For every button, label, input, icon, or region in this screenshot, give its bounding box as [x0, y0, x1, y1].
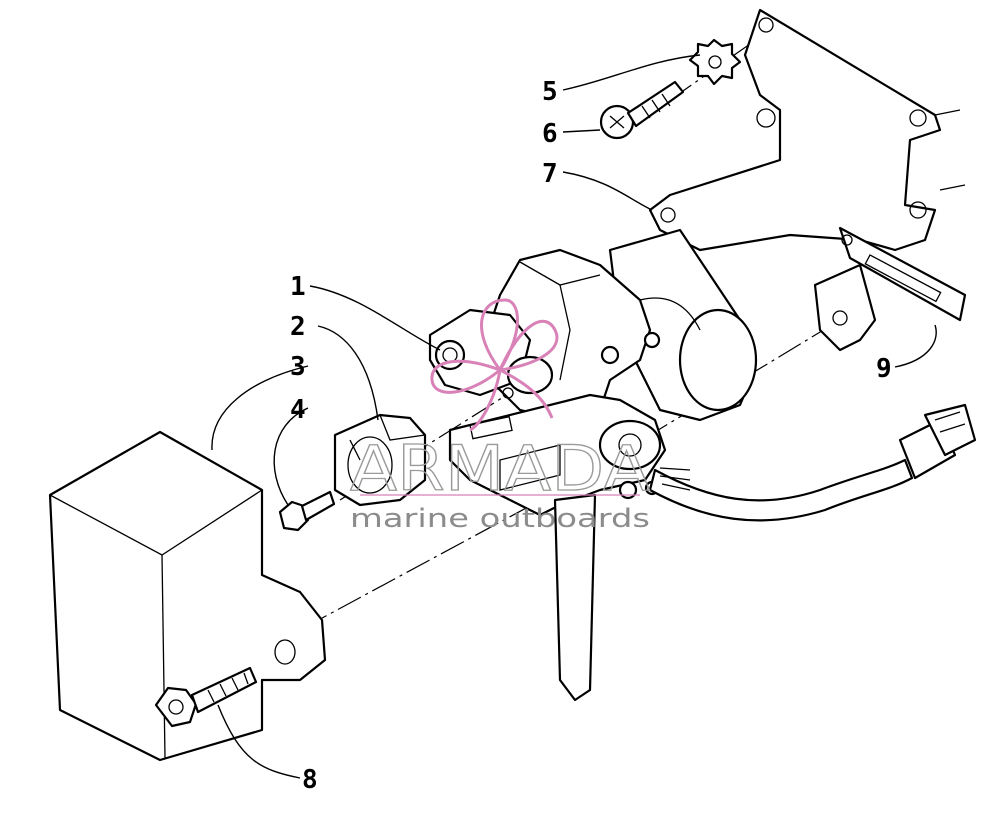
mounting-bolt-part-8 — [154, 666, 258, 728]
lever-and-shaft — [448, 393, 667, 702]
callout-2: 2 — [290, 312, 306, 342]
wiring-harness — [648, 403, 977, 522]
callout-3: 3 — [290, 352, 306, 382]
armada-watermark: ARMADA marine outboards — [349, 298, 651, 534]
callout-8: 8 — [302, 765, 318, 795]
bolt-part-4 — [278, 490, 336, 532]
star-washer-part-5 — [688, 38, 742, 86]
callout-9: 9 — [876, 354, 892, 384]
callout-1: 1 — [290, 272, 306, 302]
flower-logo-icon — [430, 298, 559, 432]
callout-6: 6 — [542, 119, 558, 149]
cam-part-2 — [333, 413, 427, 507]
watermark-tagline-text: marine outboards — [350, 504, 650, 534]
leader-lines — [211, 54, 937, 779]
motor-body — [608, 228, 758, 422]
callout-5: 5 — [542, 77, 558, 107]
control-box-part-3 — [48, 430, 327, 762]
mounting-plate — [648, 8, 966, 252]
callout-labels: 1 2 3 4 5 6 7 8 9 — [290, 77, 892, 795]
callout-4: 4 — [290, 395, 306, 425]
screw-part-6 — [599, 80, 685, 140]
bracket-part-9 — [813, 226, 967, 352]
callout-7: 7 — [542, 159, 558, 189]
watermark-brand-text: ARMADA — [350, 432, 650, 505]
actuator-housing — [428, 248, 661, 422]
